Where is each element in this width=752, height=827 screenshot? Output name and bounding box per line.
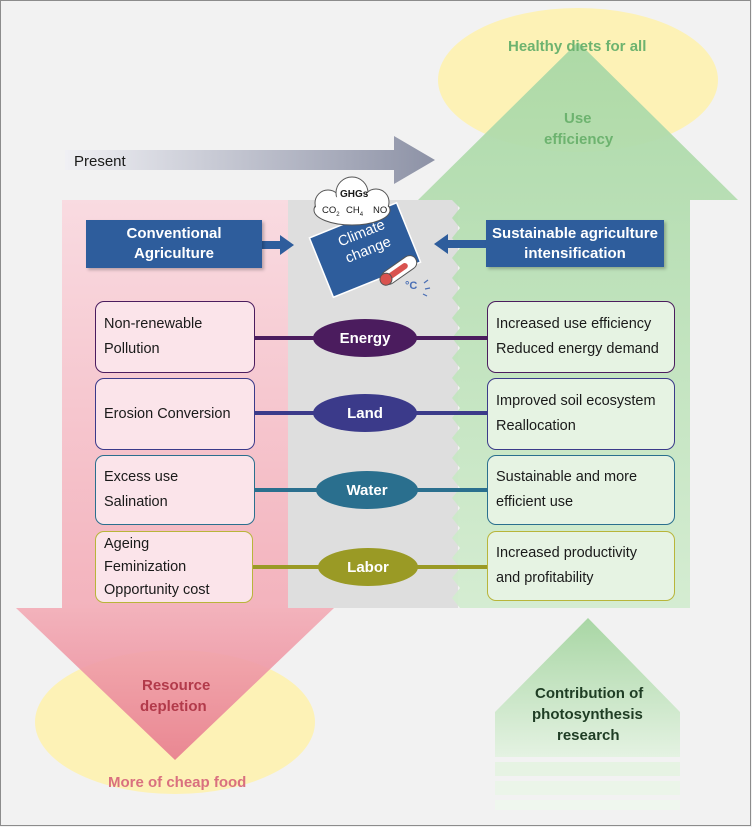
- land-left-line1: Erosion Conversion: [104, 405, 231, 422]
- water-left-box: Excess use Salination: [95, 455, 255, 525]
- photosynthesis-line3: research: [557, 727, 620, 744]
- labor-left-line1: Ageing: [104, 535, 150, 552]
- gas-ch4-text: CH: [346, 205, 360, 216]
- gas-ch4-sub: 4: [359, 211, 364, 218]
- photo-stripe-2: [495, 781, 680, 795]
- labor-right-line1: Increased productivity: [496, 545, 638, 561]
- present-arrow: [65, 136, 435, 184]
- energy-left-box: Non-renewable Pollution: [95, 301, 255, 373]
- water-right-box: Sustainable and more efficient use: [487, 455, 675, 525]
- energy-left-line1: Non-renewable: [104, 316, 203, 332]
- sustainable-line2: intensification: [524, 244, 626, 262]
- photo-stripe-1: [495, 762, 680, 776]
- depletion-label: depletion: [140, 698, 207, 715]
- labor-left-line3: Opportunity cost: [104, 581, 210, 598]
- heat-waves-icon: [422, 279, 431, 297]
- resource-label: Resource: [142, 677, 211, 694]
- water-pill: Water: [316, 471, 418, 509]
- sustainable-line1: Sustainable agriculture: [492, 224, 658, 242]
- energy-right-line1: Increased use efficiency: [496, 316, 652, 332]
- efficiency-label: efficiency: [544, 131, 614, 148]
- energy-right-box: Increased use efficiency Reduced energy …: [487, 301, 675, 373]
- right-connector-head: [434, 234, 448, 254]
- photo-stripe-3: [495, 800, 680, 810]
- present-label: Present: [74, 153, 126, 170]
- cloud-icon: [313, 176, 391, 226]
- labor-left-line2: Feminization: [104, 558, 187, 575]
- land-right-line1: Improved soil ecosystem: [496, 393, 656, 409]
- bottom-goal-label: More of cheap food: [108, 774, 247, 791]
- left-connector-head: [280, 235, 294, 255]
- photosynthesis-line1: Contribution of: [535, 685, 644, 702]
- labor-right-line2: and profitability: [496, 570, 594, 586]
- gas-no: NO: [373, 205, 388, 216]
- gas-ch4: CH4: [346, 205, 363, 218]
- land-pill: Land: [313, 394, 417, 432]
- land-right-line2: Reallocation: [496, 418, 576, 434]
- gas-co2: CO2: [322, 205, 340, 218]
- gas-co2-sub: 2: [336, 211, 340, 218]
- water-right-line1: Sustainable and more: [496, 469, 638, 485]
- sustainable-intensification-box: Sustainable agriculture intensification: [486, 220, 664, 267]
- land-left-box: Erosion Conversion: [95, 378, 255, 450]
- use-label: Use: [564, 110, 592, 127]
- labor-right-box: Increased productivity and profitability: [487, 531, 675, 601]
- energy-right-line2: Reduced energy demand: [496, 341, 659, 357]
- photosynthesis-line2: photosynthesis: [532, 706, 643, 723]
- thermometer-icon: [379, 255, 418, 286]
- water-right-line2: efficient use: [496, 494, 574, 510]
- gas-co2-text: CO: [322, 205, 337, 216]
- conventional-line1: Conventional: [126, 225, 222, 242]
- down-arrow-head: [16, 608, 334, 760]
- labor-left-box: Ageing Feminization Opportunity cost: [95, 531, 253, 603]
- energy-left-line2: Pollution: [104, 341, 160, 357]
- conventional-line2: Agriculture: [133, 245, 214, 262]
- land-right-box: Improved soil ecosystem Reallocation: [487, 378, 675, 450]
- left-connector: [262, 241, 280, 249]
- right-connector: [448, 240, 486, 248]
- conventional-agriculture-box: Conventional Agriculture: [86, 220, 262, 268]
- photosynthesis-arrow: [495, 618, 680, 757]
- labor-pill: Labor: [318, 548, 418, 586]
- top-goal-label: Healthy diets for all: [508, 38, 647, 55]
- water-left-line2: Salination: [104, 494, 168, 510]
- temperature-unit: °C: [405, 280, 418, 292]
- energy-pill: Energy: [313, 319, 417, 357]
- ghg-title: GHGs: [340, 189, 369, 200]
- water-left-line1: Excess use: [104, 469, 179, 485]
